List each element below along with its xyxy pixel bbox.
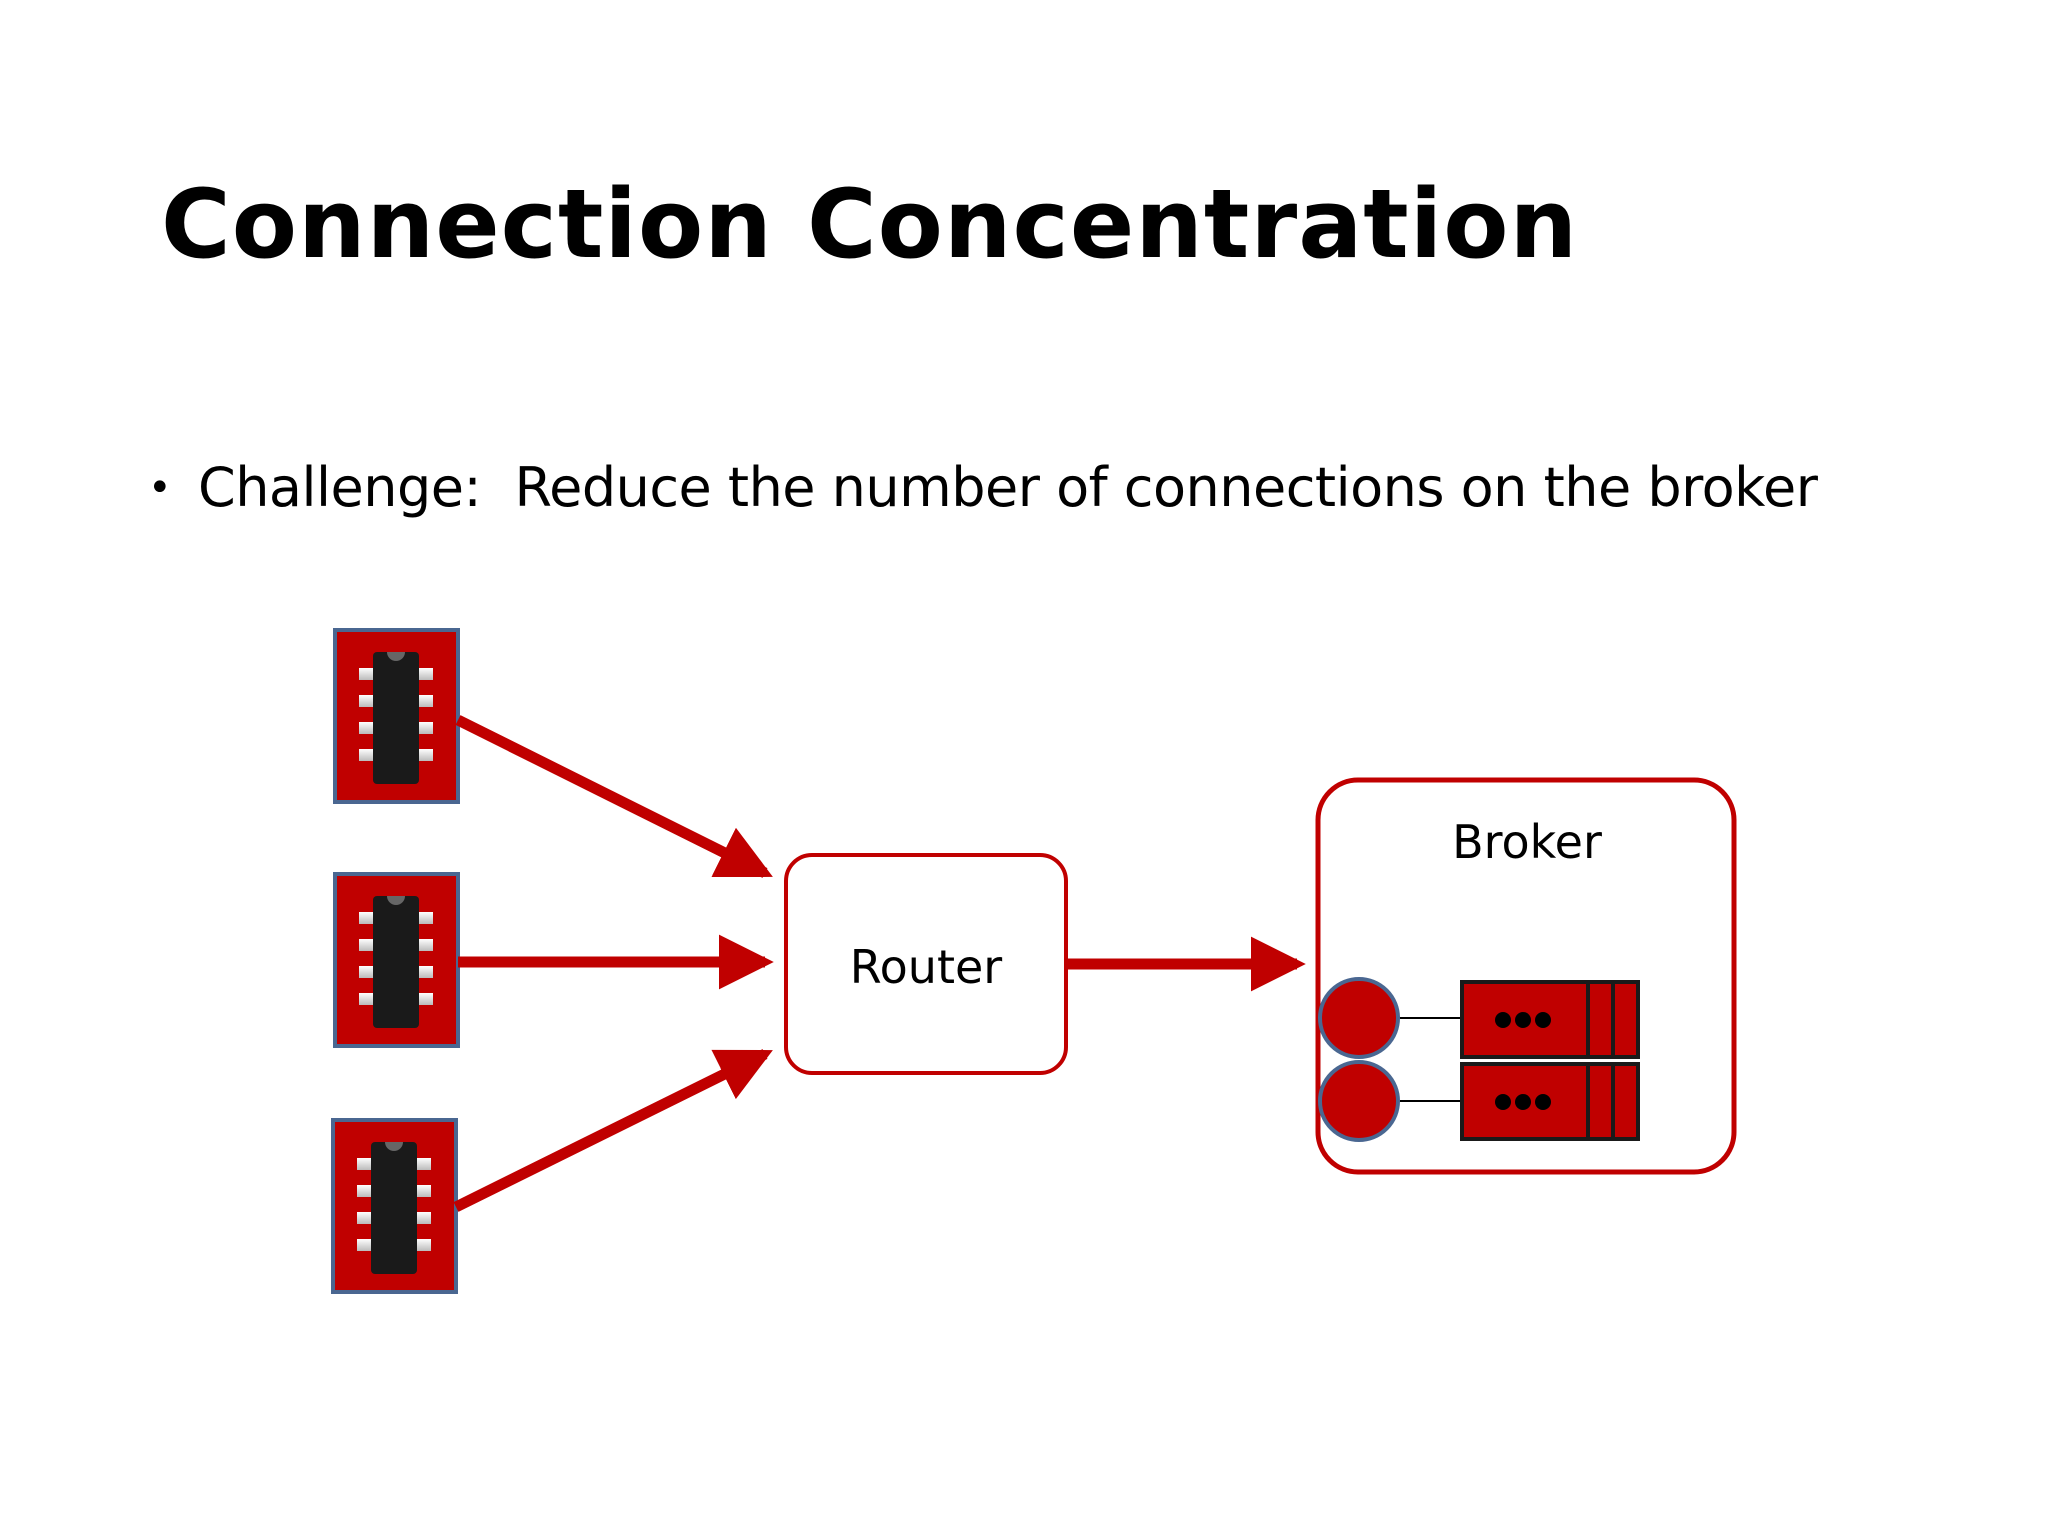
chip-icon (359, 652, 433, 784)
arrow-client3-to-router (453, 1049, 773, 1212)
queue-icon (1460, 980, 1640, 1059)
client-device-3 (331, 1118, 458, 1294)
router-label: Router (850, 940, 1003, 994)
router-node: Router (784, 853, 1068, 1075)
chip-icon (357, 1142, 431, 1274)
connection-endpoint (1318, 977, 1400, 1059)
bullet-item: • Challenge: Reduce the number of connec… (148, 456, 1818, 521)
bullet-text: Challenge: Reduce the number of connecti… (198, 456, 1818, 519)
client-device-2 (333, 872, 460, 1048)
chip-icon (359, 896, 433, 1028)
broker-node: Broker (1315, 777, 1737, 1175)
broker-queue-1 (1318, 977, 1640, 1059)
queue-icon (1460, 1062, 1640, 1141)
connection-endpoint (1318, 1060, 1400, 1142)
broker-queue-2 (1318, 1060, 1640, 1142)
client-device-1 (333, 628, 460, 804)
slide-title: Connection Concentration (161, 170, 1579, 280)
bullet-dot: • (148, 465, 172, 512)
broker-label: Broker (1452, 815, 1602, 869)
arrow-client1-to-router (455, 715, 773, 878)
